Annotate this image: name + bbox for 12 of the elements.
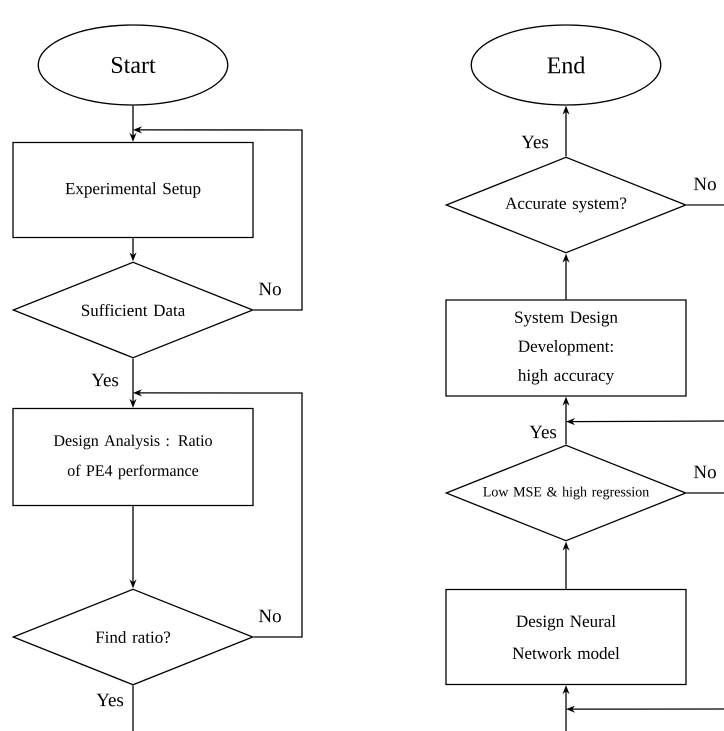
process-box: Experimental Setup [12, 142, 254, 238]
edge-label: No [692, 464, 718, 480]
edge-label: Yes [520, 134, 550, 150]
process-box: System Design Development: high accuracy [445, 299, 687, 397]
process-box: Design Neural Network model [445, 588, 687, 686]
edge-label: Yes [90, 372, 120, 388]
edge-label: Yes [95, 692, 125, 708]
edge-label: Yes [528, 424, 558, 440]
process-box: Design Analysis : Ratio of PE4 performance [12, 408, 254, 506]
edge-label: No [692, 176, 718, 192]
edge-label: No [257, 608, 283, 624]
edge-label: No [257, 282, 283, 296]
